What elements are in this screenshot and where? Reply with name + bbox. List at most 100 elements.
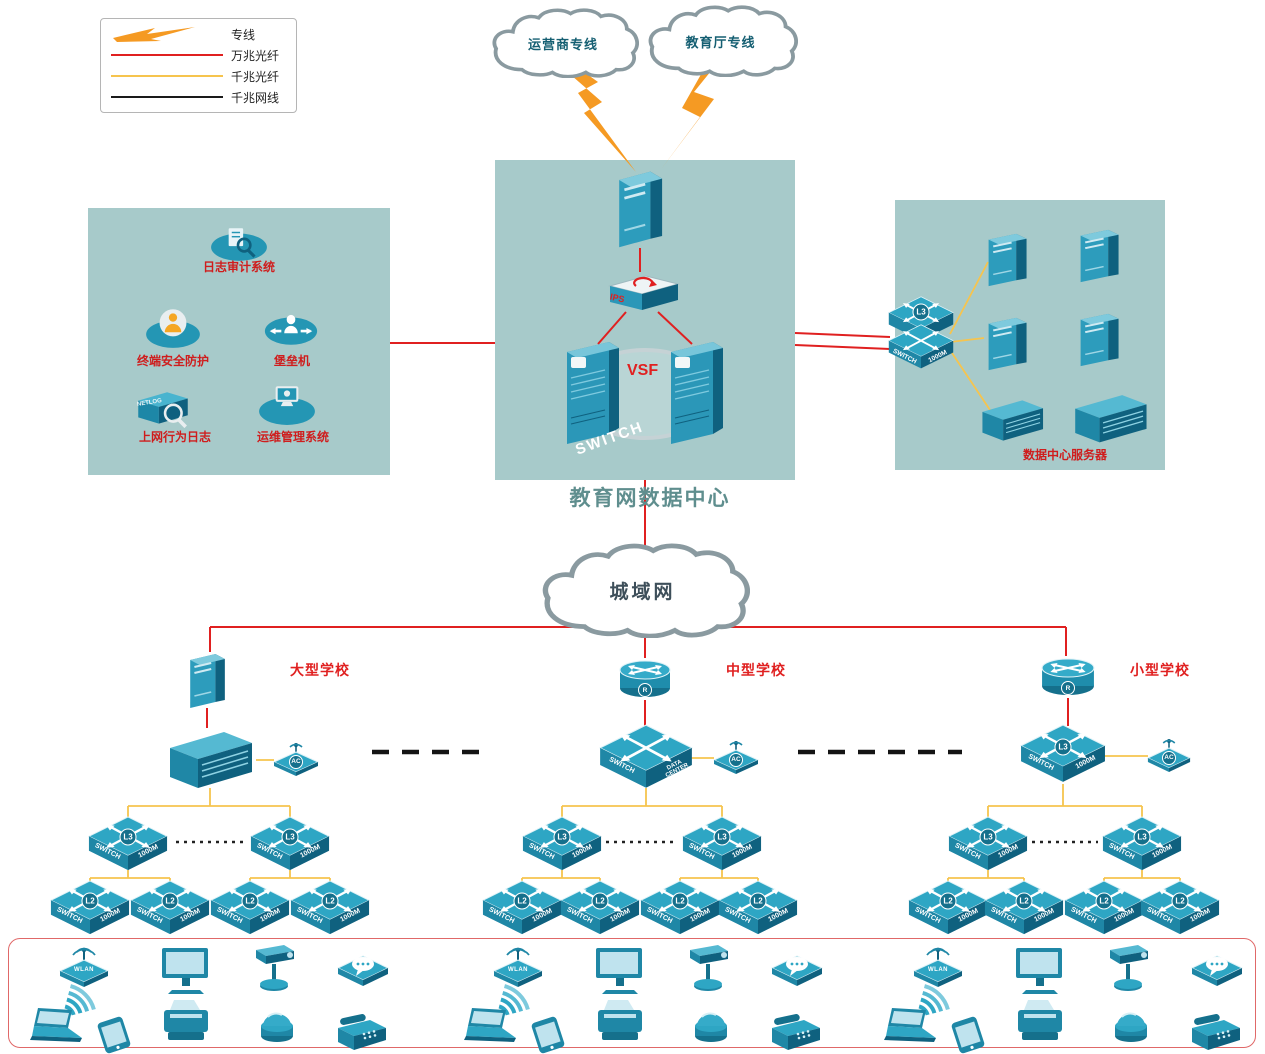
large-school-core-switch[interactable] <box>164 726 256 790</box>
printer-glyph <box>164 1000 208 1040</box>
red-line-swatch <box>111 54 231 56</box>
l2-access-switch[interactable]: L2 SWITCH 1000M <box>560 880 640 936</box>
storage-array[interactable] <box>978 396 1046 442</box>
l3-aggregation-switch[interactable]: L3 SWITCH 1000M <box>250 816 330 872</box>
datacenter-server[interactable] <box>1076 310 1122 368</box>
desktop-monitor-icon[interactable] <box>1012 946 1068 996</box>
medium-school-router[interactable]: R <box>618 656 672 702</box>
switch-icon <box>888 324 954 370</box>
wifi-ap-icon[interactable]: WLAN <box>58 944 110 988</box>
ip-phone-icon[interactable] <box>330 1010 392 1054</box>
black-line-swatch <box>111 96 231 98</box>
server-tower-icon <box>987 232 1028 288</box>
l2-access-switch[interactable]: L2 SWITCH 1000M <box>290 880 370 936</box>
l2-access-switch[interactable]: L2 SWITCH 1000M <box>482 880 562 936</box>
metro-network-cloud[interactable]: 城域网 <box>535 543 750 638</box>
printer-icon[interactable] <box>1012 998 1068 1044</box>
l2-access-switch[interactable]: L2 SWITCH 1000M <box>640 880 720 936</box>
dome-camera-icon[interactable] <box>254 1000 300 1044</box>
dome-camera-icon[interactable] <box>1108 1000 1154 1044</box>
l3-aggregation-switch[interactable]: L3 SWITCH 1000M <box>522 816 602 872</box>
small-school-ac-controller[interactable]: AC <box>1146 736 1192 772</box>
printer-icon[interactable] <box>158 998 214 1044</box>
small-school-router[interactable]: R <box>1040 654 1096 700</box>
l3-aggregation-switch[interactable]: L3 SWITCH 1000M <box>948 816 1028 872</box>
lightning-bolt <box>662 50 728 168</box>
l2-access-switch[interactable]: L2 SWITCH 1000M <box>984 880 1064 936</box>
dome-camera-glyph <box>1114 1012 1148 1043</box>
internet-gateway-firewall[interactable] <box>614 166 666 250</box>
ips-device[interactable]: IPS <box>604 270 684 314</box>
l3-aggregation-switch[interactable]: L3 SWITCH 1000M <box>1102 816 1182 872</box>
laptop-icon[interactable] <box>880 1006 938 1048</box>
chat-terminal-icon[interactable] <box>1190 948 1244 990</box>
large-school-gateway[interactable] <box>186 650 228 710</box>
wifi-ap-icon[interactable]: WLAN <box>492 944 544 988</box>
ac-badge: AC <box>1162 750 1176 765</box>
l2-access-switch[interactable]: L2 SWITCH 1000M <box>908 880 988 936</box>
ptz-camera-icon[interactable] <box>1104 942 1154 994</box>
l2-access-switch[interactable]: L2 SWITCH 1000M <box>1140 880 1220 936</box>
l3-badge: L3 <box>1133 828 1151 846</box>
datacenter-server[interactable] <box>984 230 1030 288</box>
ip-phone-icon[interactable] <box>764 1010 826 1054</box>
bastion-host[interactable] <box>262 308 320 350</box>
dome-camera-icon[interactable] <box>688 1000 734 1044</box>
laptop-icon[interactable] <box>460 1006 518 1048</box>
l3-aggregation-switch[interactable]: L3 SWITCH 1000M <box>88 816 168 872</box>
laptop-icon[interactable] <box>26 1006 84 1048</box>
smartphone-icon[interactable] <box>522 1016 574 1054</box>
wifi-ap-icon[interactable]: WLAN <box>912 944 964 988</box>
l3-aggregation-switch[interactable]: L3 SWITCH 1000M <box>682 816 762 872</box>
chat-terminal-icon[interactable] <box>336 948 390 990</box>
education-line-cloud[interactable]: 教育厅专线 <box>643 5 798 77</box>
terminal-security-system[interactable] <box>142 304 204 350</box>
smartphone-icon[interactable] <box>88 1016 140 1054</box>
l2-badge: L2 <box>749 892 767 910</box>
medium-school-core-switch[interactable]: SWITCH DATA CENTER <box>599 724 693 790</box>
l3-badge: L3 <box>553 828 571 846</box>
printer-icon[interactable] <box>592 998 648 1044</box>
small-school-core-switch[interactable]: L3 SWITCH 1000M <box>1020 724 1106 784</box>
desktop-monitor-icon[interactable] <box>158 946 214 996</box>
l2-badge: L2 <box>81 892 99 910</box>
large-school-ac-controller[interactable]: AC <box>272 740 320 776</box>
l2-access-switch[interactable]: L2 SWITCH 1000M <box>1064 880 1144 936</box>
printer-glyph <box>598 1000 642 1040</box>
chat-terminal-icon[interactable] <box>770 948 824 990</box>
laptop-glyph <box>884 1008 936 1042</box>
carrier-line-cloud[interactable]: 运营商专线 <box>487 8 639 78</box>
datacenter-server[interactable] <box>1076 226 1122 284</box>
server-zone-access-switch-stack[interactable]: L3 SWITCH 1000M <box>888 296 954 376</box>
ptz-camera-icon[interactable] <box>684 942 734 994</box>
ops-management-label: 运维管理系统 <box>256 430 329 444</box>
lightning-icon <box>111 25 231 43</box>
smartphone-icon[interactable] <box>942 1016 994 1054</box>
datacenter-server[interactable] <box>984 314 1030 372</box>
medium-school-ac-controller[interactable]: AC <box>712 738 760 774</box>
ptz-camera-icon[interactable] <box>250 942 300 994</box>
core-switch-right[interactable] <box>666 336 728 446</box>
medium-school-label: 中型学校 <box>726 662 786 678</box>
l2-badge: L2 <box>1171 892 1189 910</box>
l3-badge: L3 <box>119 828 137 846</box>
legend-row-1g-fiber: 千兆光纤 <box>111 66 286 86</box>
server-tower-icon <box>189 652 226 710</box>
legend-row-10g-fiber: 万兆光纤 <box>111 45 286 65</box>
desktop-monitor-icon[interactable] <box>592 946 648 996</box>
l2-badge: L2 <box>939 892 957 910</box>
datacenter-title: 教育网数据中心 <box>569 487 731 510</box>
laptop-glyph <box>464 1008 516 1042</box>
l2-access-switch[interactable]: L2 SWITCH 1000M <box>718 880 798 936</box>
wlan-text: WLAN <box>928 966 948 973</box>
camera-glyph <box>256 945 294 991</box>
blade-chassis[interactable] <box>1070 390 1150 444</box>
ip-phone-icon[interactable] <box>1184 1010 1246 1054</box>
l2-access-switch[interactable]: L2 SWITCH 1000M <box>130 880 210 936</box>
netlog-system[interactable]: NETLOG <box>130 386 196 432</box>
ops-management-system[interactable] <box>256 382 318 426</box>
l2-badge: L2 <box>671 892 689 910</box>
l2-access-switch[interactable]: L2 SWITCH 1000M <box>210 880 290 936</box>
log-audit-system[interactable] <box>208 222 270 264</box>
l2-access-switch[interactable]: L2 SWITCH 1000M <box>50 880 130 936</box>
